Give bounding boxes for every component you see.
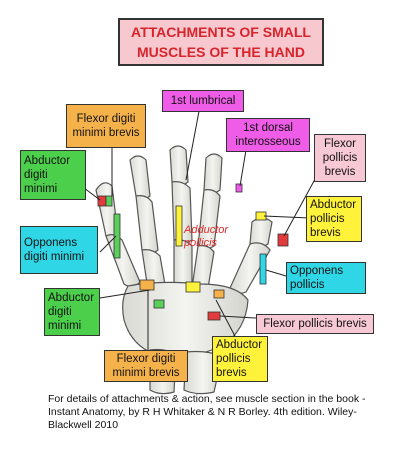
leader-line [219,315,257,319]
attachment-marker [175,205,183,247]
label-first-lumbrical: 1st lumbrical [162,90,244,112]
label-flexor-digiti-minimi-brevis-bottom: Flexor digiti minimi brevis [104,350,188,382]
ring-finger-phalanx-distal [129,155,151,200]
middle-finger-phalanx-distal [169,145,189,186]
label-opponens-pollicis: Opponens pollicis [286,262,366,294]
little-finger-metacarpal [105,234,141,288]
attachment-marker [153,299,165,309]
leader-line [99,289,151,299]
label-abductor-digiti-minimi-bottom: Abductor digiti minimi [44,288,100,336]
label-opponens-digiti-minimi: Opponens digiti minimi [20,226,98,274]
leader-line [263,215,311,219]
attachment-marker [207,311,221,321]
ring-finger-phalanx-proximal [135,195,159,254]
label-first-dorsal-interosseous: 1st dorsal interosseous [226,118,310,152]
attachment-marker [259,253,267,285]
label-flexor-pollicis-brevis-top: Flexor pollicis brevis [314,134,366,182]
label-flexor-pollicis-brevis-bottom: Flexor pollicis brevis [256,314,374,334]
attachment-marker [185,281,201,293]
leader-line [239,149,247,187]
attachment-marker [105,195,113,207]
label-flexor-digiti-minimi-brevis-top: Flexor digiti minimi brevis [66,104,146,148]
credit-note: For details of attachments & action, see… [48,393,366,431]
attachment-marker [213,289,225,299]
attachment-marker [139,279,155,291]
diagram-title: ATTACHMENTS OF SMALL MUSCLES OF THE HAND [118,18,324,66]
leader-line [265,269,287,277]
label-abductor-digiti-minimi-top: Abductor digiti minimi [20,150,86,200]
label-adductor-pollicis: Adductor pollicis [184,224,229,249]
leader-line [99,235,117,253]
index-finger-phalanx-distal [203,153,223,194]
label-abductor-pollicis-brevis-bottom: Abductor pollicis brevis [212,336,268,382]
attachment-marker [277,233,289,247]
attachment-marker [113,213,121,259]
attachment-marker [235,183,243,193]
leader-line [215,299,237,339]
attachment-marker [97,195,107,207]
leader-line [185,105,201,181]
label-abductor-pollicis-brevis-top: Abductor pollicis brevis [306,196,362,242]
